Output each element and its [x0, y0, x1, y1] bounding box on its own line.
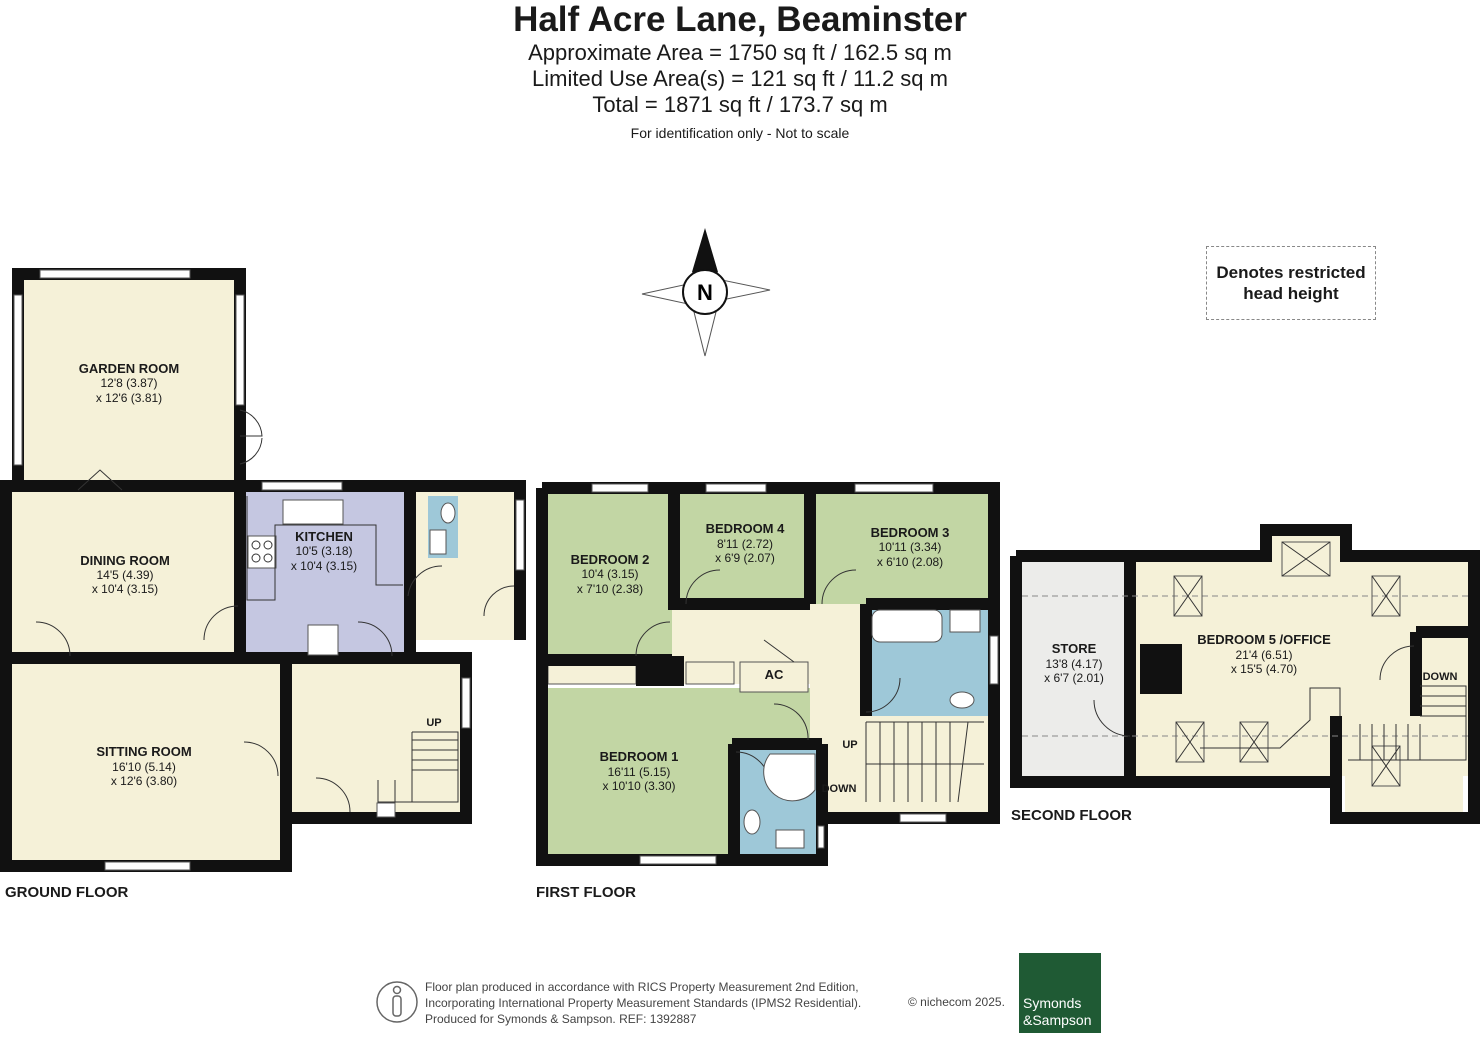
sitting-room-dim1: 16'10 (5.14) — [112, 760, 176, 774]
bedroom5-label: BEDROOM 5 /OFFICE — [1197, 632, 1331, 647]
bedroom2-dim2: x 7'10 (2.38) — [577, 582, 643, 596]
dining-room-area — [12, 490, 240, 658]
second-floor-label: SECOND FLOOR — [1011, 807, 1132, 824]
identification-note: For identification only - Not to scale — [630, 125, 850, 141]
dining-room-dim2: x 10'4 (3.15) — [92, 582, 158, 596]
total-area: Total = 1871 sq ft / 173.7 sq m — [592, 92, 888, 117]
compass-label: N — [697, 280, 713, 305]
logo-line-2: &Sampson — [1023, 1012, 1092, 1028]
first-stairs-down-label: DOWN — [822, 783, 857, 795]
person-icon — [376, 981, 418, 1023]
store-area — [1022, 562, 1128, 776]
airing-cupboard-label: AC — [765, 667, 784, 682]
footer-notes: Floor plan produced in accordance with R… — [425, 979, 861, 1027]
limited-use-area: Limited Use Area(s) = 121 sq ft / 11.2 s… — [532, 66, 948, 91]
legend-line-2: head height — [1243, 284, 1339, 303]
first-floor: BEDROOM 2 10'4 (3.15) x 7'10 (2.38) BEDR… — [536, 482, 1000, 901]
bay-area — [1272, 536, 1340, 566]
logo-line-1: Symonds — [1023, 995, 1082, 1011]
sitting-room-dim2: x 12'6 (3.80) — [111, 774, 177, 788]
kitchen-dim1: 10'5 (3.18) — [296, 544, 353, 558]
bedroom3-label: BEDROOM 3 — [871, 525, 950, 540]
restricted-height-legend: Denotes restricted head height — [1206, 246, 1376, 320]
garden-room-area — [24, 280, 234, 485]
bedroom2-dim1: 10'4 (3.15) — [582, 567, 639, 581]
approximate-area: Approximate Area = 1750 sq ft / 162.5 sq… — [528, 40, 952, 65]
bedroom4-label: BEDROOM 4 — [706, 521, 786, 536]
bedroom3-dim2: x 6'10 (2.08) — [877, 555, 943, 569]
first-stairs-up-label: UP — [842, 739, 857, 751]
bedroom4-area — [676, 494, 808, 604]
ground-floor: GARDEN ROOM 12'8 (3.87) x 12'6 (3.81) DI… — [0, 268, 526, 901]
bedroom5-dim2: x 15'5 (4.70) — [1231, 662, 1297, 676]
stair-landing-area — [1345, 722, 1463, 812]
store-label: STORE — [1052, 641, 1097, 656]
garden-room-dim1: 12'8 (3.87) — [101, 376, 158, 390]
bedroom1-label: BEDROOM 1 — [600, 749, 679, 764]
second-floor: STORE 13'8 (4.17) x 6'7 (2.01) BEDROOM 5… — [1010, 524, 1480, 824]
second-stairs-down-label: DOWN — [1423, 671, 1458, 683]
copyright: © nichecom 2025. — [908, 995, 1005, 1009]
stair-area — [866, 716, 988, 814]
bedroom4-dim1: 8'11 (2.72) — [717, 537, 773, 551]
bedroom2-label: BEDROOM 2 — [571, 552, 650, 567]
first-floor-label: FIRST FLOOR — [536, 884, 636, 901]
bedroom1-dim2: x 10'10 (3.30) — [602, 779, 675, 793]
bedroom4-dim2: x 6'9 (2.07) — [715, 551, 775, 565]
bedroom1-area — [548, 688, 736, 854]
agent-logo: Symonds &Sampson — [1019, 953, 1101, 1033]
footer-line-2: Incorporating International Property Mea… — [425, 996, 862, 1010]
ground-floor-label: GROUND FLOOR — [5, 884, 128, 901]
store-dim2: x 6'7 (2.01) — [1044, 671, 1104, 685]
garden-room-label: GARDEN ROOM — [79, 361, 179, 376]
kitchen-label: KITCHEN — [295, 529, 353, 544]
kitchen-dim2: x 10'4 (3.15) — [291, 559, 357, 573]
bedroom5-dim1: 21'4 (6.51) — [1236, 648, 1293, 662]
page-title: Half Acre Lane, Beaminster — [513, 0, 967, 39]
dining-room-label: DINING ROOM — [80, 553, 170, 568]
store-dim1: 13'8 (4.17) — [1046, 657, 1103, 671]
compass-icon: N — [641, 228, 771, 357]
sitting-room-label: SITTING ROOM — [96, 744, 191, 759]
footer-line-1: Floor plan produced in accordance with R… — [425, 980, 859, 994]
sitting-room-area — [12, 662, 280, 860]
legend-line-1: Denotes restricted — [1216, 263, 1366, 282]
airing-cupboard — [739, 661, 809, 693]
garden-room-dim2: x 12'6 (3.81) — [96, 391, 162, 405]
ground-stairs-up-label: UP — [426, 717, 441, 729]
footer-line-3: Produced for Symonds & Sampson. REF: 139… — [425, 1012, 697, 1026]
wardrobe-2 — [685, 661, 735, 685]
bedroom1-dim1: 16'11 (5.15) — [608, 765, 671, 779]
rear-hall-area — [405, 490, 517, 640]
bedroom3-dim1: 10'11 (3.34) — [879, 540, 942, 554]
bedroom2-area — [548, 494, 672, 656]
bedroom3-area — [812, 494, 988, 604]
hall-area — [280, 662, 463, 814]
dining-room-dim1: 14'5 (4.39) — [97, 568, 154, 582]
